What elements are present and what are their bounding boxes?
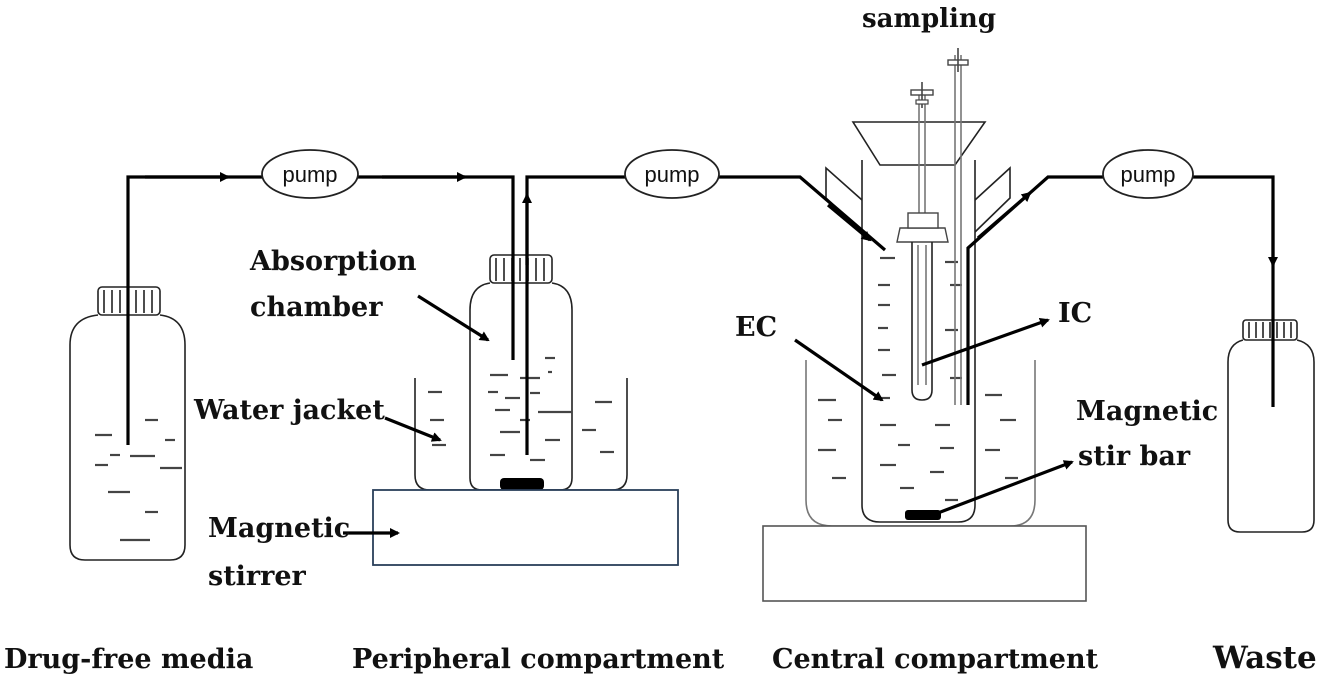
absorption-chamber-label-line1: Absorption — [249, 246, 417, 277]
peripheral-stir-bar — [500, 478, 544, 490]
pump-3: pump — [1102, 149, 1194, 199]
pump-1-label: pump — [282, 162, 337, 187]
pump-1: pump — [261, 149, 359, 199]
water-jacket — [414, 378, 628, 491]
inner-compartment-ic — [911, 242, 933, 401]
pump-2: pump — [624, 149, 720, 199]
central-compartment-label: Central compartment — [772, 644, 1099, 675]
sampling-label: sampling — [862, 4, 996, 34]
sampling-tubes — [896, 48, 969, 405]
waste-label: Waste — [1212, 640, 1317, 676]
magnetic-stirrer — [372, 489, 679, 566]
ec-label: EC — [735, 312, 777, 343]
magnetic-stirrer-label-line2: stirrer — [208, 561, 307, 592]
water-jacket-label: Water jacket — [193, 395, 385, 426]
pump-3-label: pump — [1120, 162, 1175, 187]
central-stirrer-base — [762, 525, 1087, 602]
tubing — [126, 172, 1278, 455]
ic-label: IC — [1058, 298, 1092, 329]
peripheral-compartment-label: Peripheral compartment — [352, 644, 725, 675]
magnetic-stir-bar-label-line1: Magnetic — [1076, 396, 1218, 427]
magnetic-stir-bar-label-line2: stir bar — [1078, 441, 1191, 472]
liquid-dashes — [95, 418, 182, 542]
pointer-arrows — [343, 294, 1074, 538]
central-outer-beaker — [805, 360, 1036, 527]
waste-bottle — [1227, 319, 1315, 533]
absorption-chamber-label-line2: chamber — [250, 292, 383, 323]
absorption-chamber — [469, 254, 573, 491]
magnetic-stirrer-label-line1: Magnetic — [208, 513, 350, 544]
pump-2-label: pump — [644, 162, 699, 187]
drug-free-media-label: Drug-free media — [4, 644, 253, 675]
central-stir-bar — [905, 510, 941, 520]
